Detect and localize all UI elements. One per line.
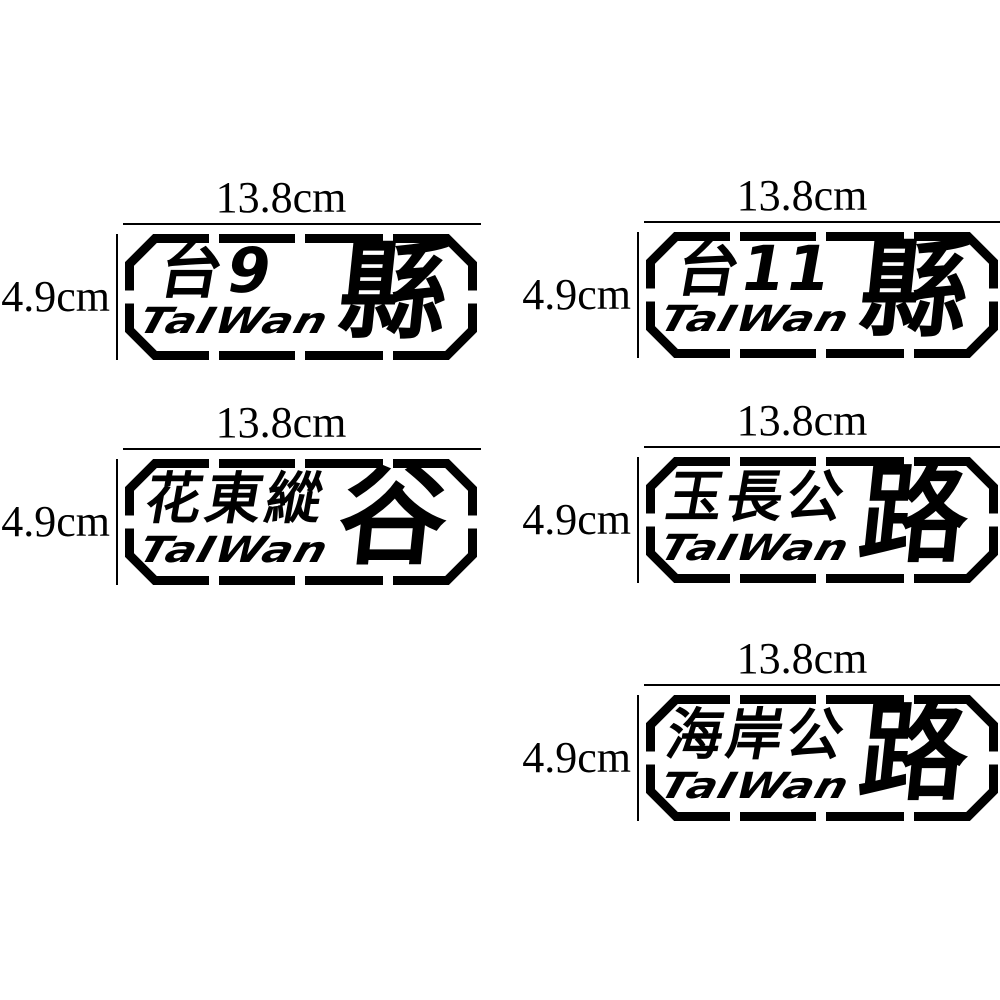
height-dimension-line [637, 457, 639, 583]
sticker-border [646, 232, 998, 358]
figure-huadong-valley: 13.8cm 4.9cm 花東縱 TaIWan 谷 [0, 401, 483, 591]
route-name-text: 花東縱 [140, 467, 332, 532]
sticker-coastal-highway: 海岸公 TaIWan 路 [646, 691, 998, 821]
figure-tai-9: 13.8cm 4.9cm 台9 TaIWan 縣 [0, 176, 483, 366]
sticker-border [646, 695, 998, 821]
width-dimension-label: 13.8cm [736, 396, 868, 445]
height-dimension-label: 4.9cm [522, 495, 631, 544]
width-dimension-label: 13.8cm [736, 171, 868, 220]
figure-coastal-highway: 13.8cm 4.9cm 海岸公 TaIWan 路 [486, 637, 1000, 827]
sticker-huadong-valley: 花東縱 TaIWan 谷 [125, 455, 477, 585]
width-dimension-line [644, 684, 1000, 686]
height-dimension-label: 4.9cm [1, 497, 110, 546]
sticker-border [646, 457, 998, 583]
taiwan-brand-text: TaIWan [655, 299, 855, 340]
route-number-text: 台11 [671, 232, 839, 305]
sticker-tai-9: 台9 TaIWan 縣 [125, 230, 477, 360]
suffix-character: 縣 [853, 228, 975, 353]
width-dimension-label: 13.8cm [215, 173, 347, 222]
taiwan-brand-text: TaIWan [655, 528, 855, 569]
height-dimension-line [116, 234, 118, 360]
suffix-character: 谷 [332, 455, 454, 580]
sticker-border [125, 459, 477, 585]
sticker-border [125, 234, 477, 360]
sticker-tai-11: 台11 TaIWan 縣 [646, 228, 998, 358]
width-dimension-label: 13.8cm [736, 634, 868, 683]
sticker-yuchang-highway: 玉長公 TaIWan 路 [646, 453, 998, 583]
route-name-text: 海岸公 [661, 703, 853, 768]
height-dimension-line [637, 695, 639, 821]
suffix-character: 路 [853, 453, 975, 578]
route-number-text: 台9 [154, 234, 283, 307]
width-dimension-line [123, 448, 481, 450]
width-dimension-line [123, 223, 481, 225]
height-dimension-label: 4.9cm [522, 733, 631, 782]
height-dimension-line [116, 459, 118, 585]
taiwan-brand-text: TaIWan [134, 301, 334, 342]
taiwan-brand-text: TaIWan [134, 530, 334, 571]
width-dimension-line [644, 221, 1000, 223]
figure-yuchang-highway: 13.8cm 4.9cm 玉長公 TaIWan 路 [486, 399, 1000, 589]
figure-tai-11: 13.8cm 4.9cm 台11 TaIWan 縣 [486, 174, 1000, 364]
height-dimension-line [637, 232, 639, 358]
height-dimension-label: 4.9cm [1, 272, 110, 321]
height-dimension-label: 4.9cm [522, 270, 631, 319]
taiwan-brand-text: TaIWan [655, 766, 855, 807]
suffix-character: 路 [853, 691, 975, 816]
width-dimension-line [644, 446, 1000, 448]
suffix-character: 縣 [332, 230, 454, 355]
route-name-text: 玉長公 [661, 465, 853, 530]
width-dimension-label: 13.8cm [215, 398, 347, 447]
